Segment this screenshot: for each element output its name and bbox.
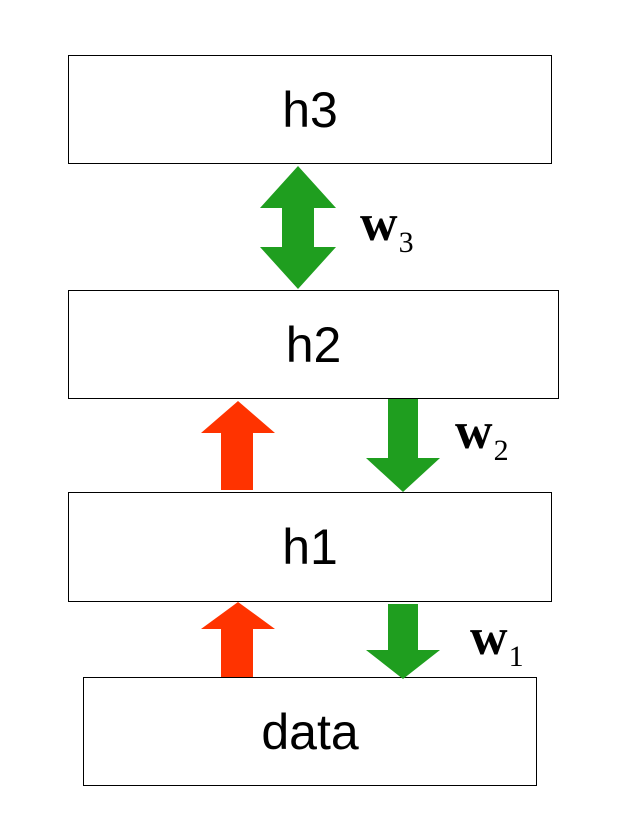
h1-to-h2-recognition-arrow	[201, 401, 275, 490]
weight-label-w3: w3	[360, 195, 414, 259]
layer-h1-box: h1	[68, 492, 552, 602]
w1-generative-arrow	[366, 604, 440, 679]
layer-data-label: data	[261, 703, 359, 760]
weight-label-w1-subscript: 1	[508, 640, 524, 673]
w2-generative-arrow	[366, 399, 440, 492]
w3-bidirectional-arrow	[260, 166, 336, 289]
weight-label-w2: w2	[455, 403, 509, 467]
data-to-h1-recognition-arrow	[201, 602, 275, 677]
layer-h3-label: h3	[282, 81, 338, 138]
weight-label-w2-subscript: 2	[493, 434, 509, 467]
layer-h2-box: h2	[68, 290, 559, 399]
weight-label-w1: w1	[470, 609, 524, 673]
layer-h2-label: h2	[285, 316, 342, 373]
weight-label-w3-subscript: 3	[398, 226, 414, 259]
layer-h1-label: h1	[282, 519, 338, 575]
layer-data-box: data	[83, 677, 537, 786]
layer-h3-box: h3	[68, 55, 552, 164]
